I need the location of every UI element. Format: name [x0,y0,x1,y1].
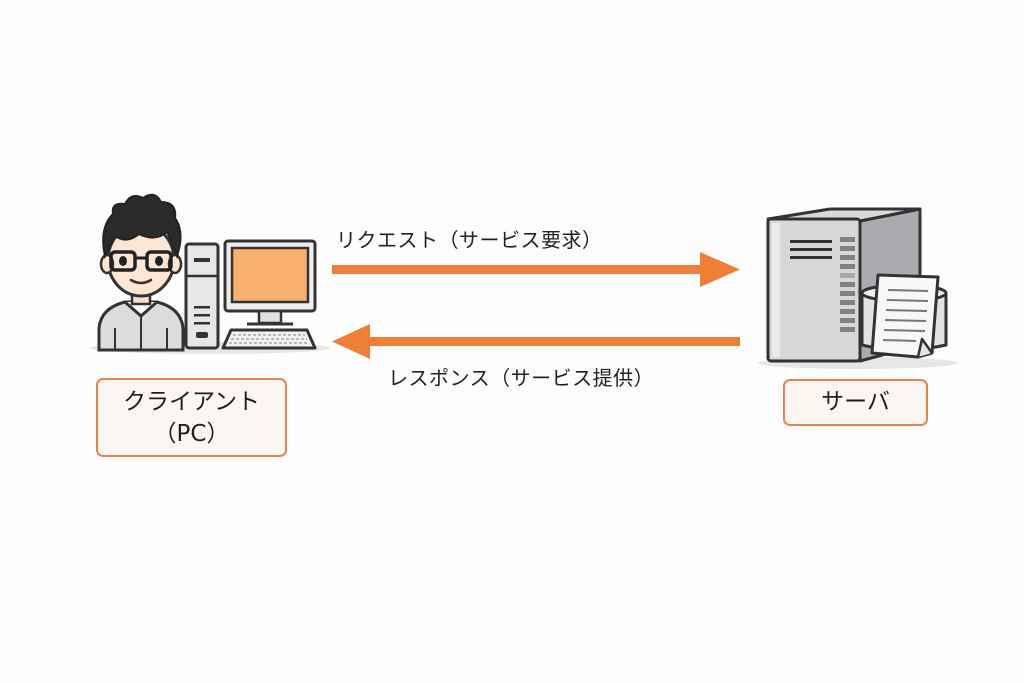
keyboard-icon [221,328,317,350]
monitor-screen [230,246,310,304]
client-label-line1: クライアント [122,389,261,415]
person-with-glasses-icon [97,193,185,352]
client-label-box: クライアント （PC） [96,378,287,457]
request-label: リクエスト（サービス要求） [336,228,603,252]
left-arrow-icon [332,324,740,359]
document-icon [870,273,940,359]
pc-tower-icon [184,242,220,350]
response-label: レスポンス（サービス提供） [388,366,655,390]
server-label: サーバ [821,389,890,415]
server-illustration [758,207,958,369]
right-arrow-icon [332,252,740,287]
monitor-icon [223,239,317,326]
client-label-line2: （PC） [153,421,230,447]
server-label-box: サーバ [783,379,928,426]
client-illustration [90,193,330,354]
